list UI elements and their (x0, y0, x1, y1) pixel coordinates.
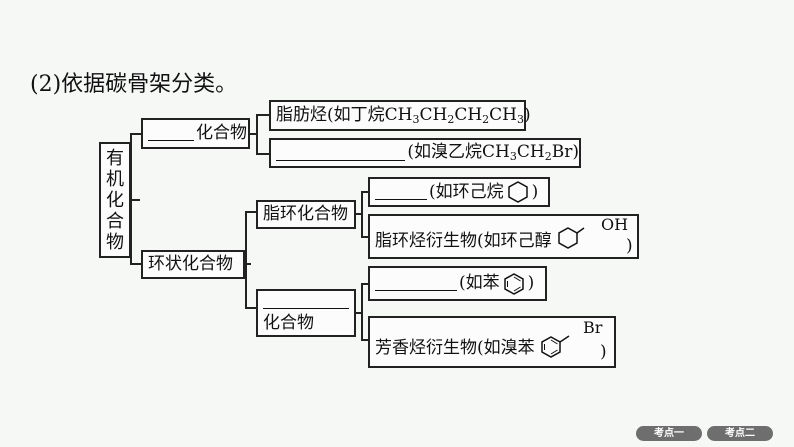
connector (130, 133, 142, 135)
oh-label: OH (601, 215, 629, 234)
connector (361, 236, 369, 238)
answer-blank[interactable] (148, 126, 194, 141)
connector (361, 191, 369, 193)
text: (如苯 (459, 273, 500, 293)
label: 环状化合物 (148, 254, 233, 274)
connector (131, 199, 140, 201)
answer-blank[interactable] (375, 276, 457, 291)
connector (256, 153, 270, 155)
connector (361, 191, 363, 238)
connector (130, 133, 132, 264)
text: ) (600, 342, 607, 362)
root-char: 有 (106, 147, 124, 169)
root-char: 机 (106, 168, 124, 190)
label: 化合物 (196, 123, 247, 143)
text: ) (626, 236, 633, 256)
text: 脂环烃衍生物(如环己醇 (375, 231, 552, 251)
cyclohexanol-icon (557, 226, 585, 249)
connector (245, 307, 257, 309)
alicyclic-compound-box: 脂环化合物 (256, 200, 356, 229)
label: 脂环化合物 (263, 204, 348, 224)
alicyclic-hydrocarbon-box: (如环己烷 ) (368, 177, 550, 207)
connector (356, 312, 362, 314)
connector (361, 283, 369, 285)
connector (256, 114, 270, 116)
connector (245, 211, 257, 213)
connector (245, 263, 251, 265)
answer-blank[interactable] (263, 294, 349, 309)
text: ) (527, 273, 535, 293)
root-char: 物 (106, 231, 124, 253)
connector (250, 133, 257, 135)
chain-derivative-box: (如溴乙烷CH3CH2Br) (269, 138, 581, 168)
answer-blank[interactable] (375, 185, 427, 200)
bromobenzene-icon (540, 335, 570, 358)
chain-compound-box: 化合物 (141, 118, 250, 149)
benzene-icon (503, 272, 524, 295)
aromatic-hydrocarbon-box: (如苯 ) (368, 266, 547, 301)
connector (130, 263, 142, 265)
cyclic-compound-box: 环状化合物 (141, 250, 245, 279)
root-char: 合 (106, 210, 124, 232)
alicyclic-derivative-box: 脂环烃衍生物(如环己醇 OH ) (368, 214, 639, 259)
root-char: 化 (106, 189, 124, 211)
cyclohexane-icon (507, 181, 528, 203)
label: 化合物 (263, 313, 314, 333)
section-title: (2)依据碳骨架分类。 (30, 72, 238, 97)
aliphatic-hydrocarbon-box: 脂肪烃(如丁烷CH3CH2CH2CH3) (269, 100, 531, 131)
connector (361, 339, 369, 341)
aromatic-derivative-box: 芳香烃衍生物(如溴苯 Br ) (368, 316, 616, 368)
connector (256, 114, 258, 155)
connector (356, 213, 362, 215)
nav-button-topic-1[interactable]: 考点一 (636, 426, 702, 441)
aromatic-compound-box: 化合物 (256, 289, 356, 337)
chain-derivative-text: (如溴乙烷CH3CH2Br) (407, 142, 579, 163)
connector (361, 283, 363, 341)
text: 芳香烃衍生物(如溴苯 (375, 337, 535, 358)
nav-button-topic-2[interactable]: 考点二 (707, 426, 773, 441)
answer-blank[interactable] (276, 146, 406, 161)
connector (245, 211, 247, 309)
aliphatic-hydrocarbon-text: 脂肪烃(如丁烷CH3CH2CH2CH3) (276, 104, 531, 126)
text: (如环己烷 (429, 181, 504, 202)
root-box-organic-compounds: 有 机 化 合 物 (99, 142, 131, 258)
text: ) (531, 181, 539, 202)
br-label: Br (583, 318, 603, 337)
